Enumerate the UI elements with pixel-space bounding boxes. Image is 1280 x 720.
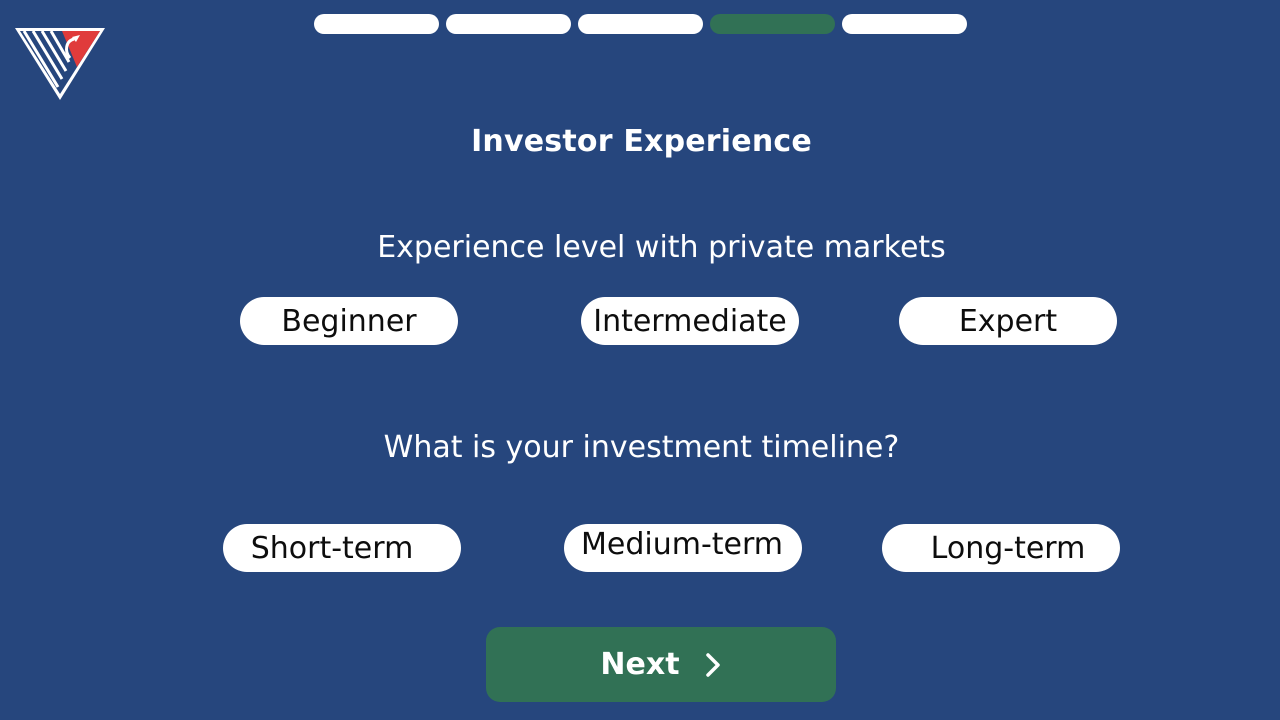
- next-button[interactable]: Next: [486, 627, 836, 702]
- page-title: Investor Experience: [471, 124, 812, 159]
- option-short-term[interactable]: Short-term: [223, 524, 461, 572]
- option-beginner[interactable]: Beginner: [240, 297, 458, 345]
- chevron-right-icon: [704, 652, 722, 678]
- progress-indicator: [314, 14, 967, 34]
- option-intermediate[interactable]: Intermediate: [581, 297, 799, 345]
- experience-level-question: Experience level with private markets: [377, 230, 946, 265]
- option-medium-term[interactable]: Medium-term: [564, 524, 802, 572]
- investment-timeline-question: What is your investment timeline?: [383, 430, 900, 465]
- company-logo-icon[interactable]: [14, 27, 106, 101]
- option-long-term[interactable]: Long-term: [882, 524, 1120, 572]
- progress-step-3: [578, 14, 703, 34]
- next-button-label: Next: [600, 647, 680, 682]
- progress-step-1: [314, 14, 439, 34]
- progress-step-2: [446, 14, 571, 34]
- progress-step-5: [842, 14, 967, 34]
- option-expert[interactable]: Expert: [899, 297, 1117, 345]
- progress-step-4-current: [710, 14, 835, 34]
